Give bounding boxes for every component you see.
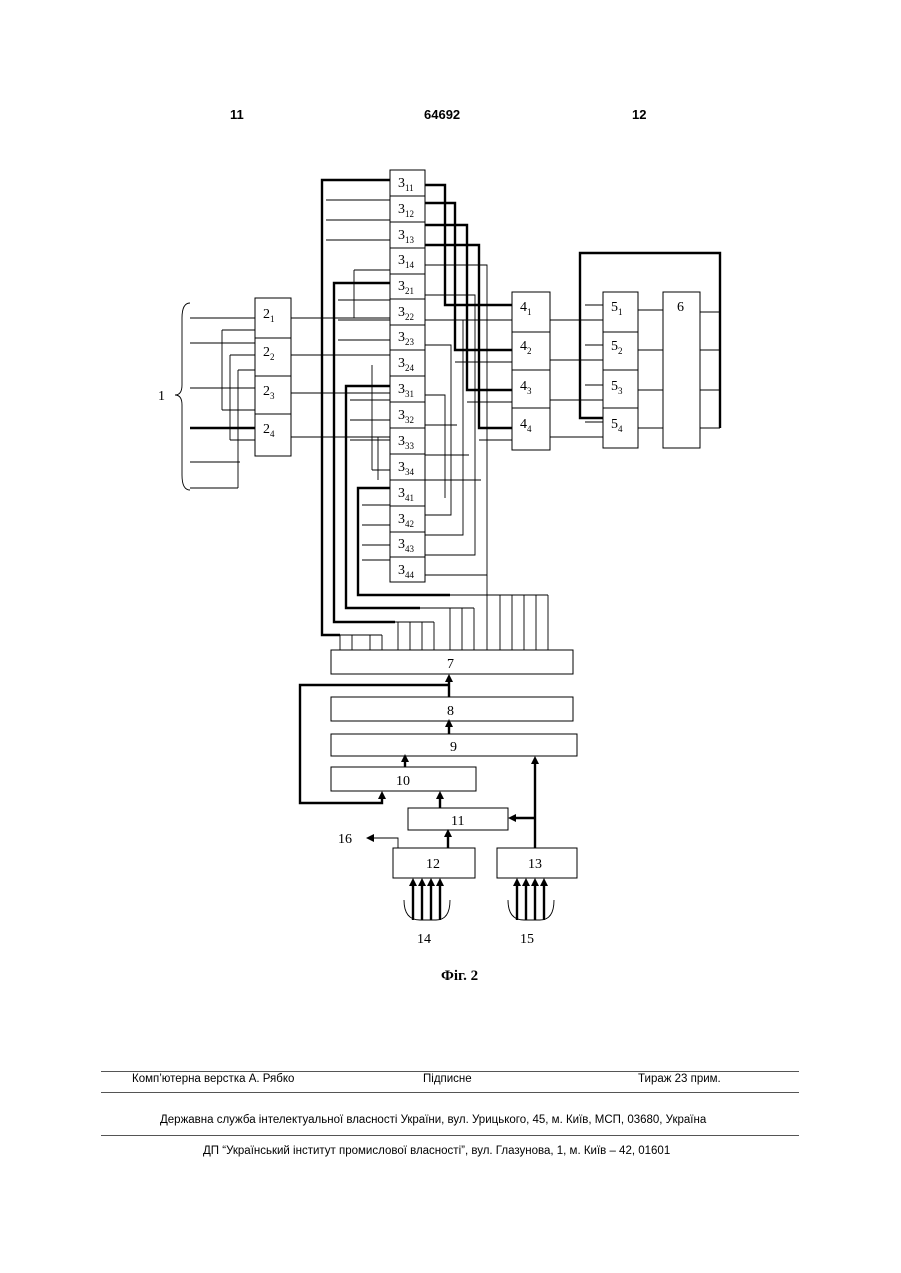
footer-agency: Державна служба інтелектуальної власност… [160, 1114, 706, 1126]
block-9-label: 9 [450, 740, 457, 755]
footer-layout: Комп’ютерна верстка А. Рябко [132, 1073, 294, 1085]
input-label-14: 14 [417, 932, 431, 947]
output-label-16: 16 [338, 832, 352, 847]
block-8-label: 8 [447, 704, 454, 719]
footer-divider-middle [101, 1092, 799, 1093]
footer-divider-bottom [101, 1135, 799, 1136]
footer-signed: Підписне [423, 1073, 472, 1085]
block-6-label: 6 [677, 300, 684, 315]
block-12-label: 12 [426, 857, 440, 872]
input-label-15: 15 [520, 932, 534, 947]
figure-caption: Фіг. 2 [441, 968, 478, 985]
input-label-1: 1 [158, 389, 165, 404]
block-6-box [663, 292, 700, 448]
footer-divider-top [101, 1071, 799, 1072]
footer-circulation: Тираж 23 прим. [638, 1073, 721, 1085]
block-11-label: 11 [451, 814, 464, 829]
block-13-label: 13 [528, 857, 542, 872]
footer-institute: ДП “Український інститут промислової вла… [203, 1145, 670, 1157]
input-bus-1 [175, 303, 255, 490]
block-10-label: 10 [396, 774, 410, 789]
feedback-buses [291, 180, 450, 635]
block-7-label: 7 [447, 657, 454, 672]
